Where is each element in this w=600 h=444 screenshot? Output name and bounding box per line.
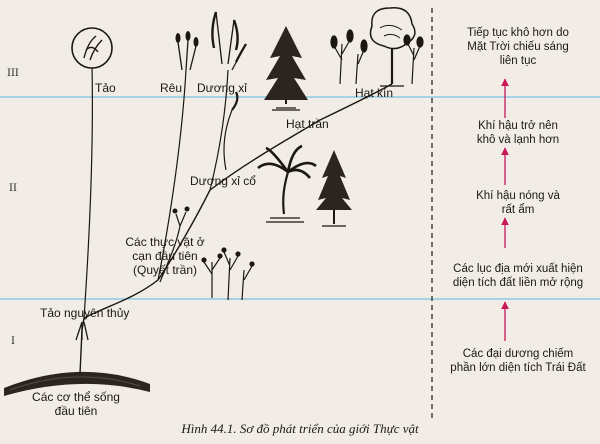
early-land-plant [159,206,190,283]
condition-note-3: Khí hậu nóng và rất ẩm [476,190,560,216]
land-plant-sprigs [201,247,255,301]
era-label-ii: II [9,183,17,194]
label-cac-co-the-line-2: đầu tiên [54,404,98,418]
palm-tree [257,144,317,223]
fern-branch [209,11,247,191]
label-cac-co-the-line-1: Các cơ thể sống [32,390,120,404]
label-cac-thuc-vat-line-2: cạn đầu tiên [132,249,198,263]
figure-caption: Hình 44.1. Sơ đồ phát triển của giới Thự… [181,421,419,436]
primitive-algae [75,321,89,341]
label-cac-thuc-vat-line-3: (Quyết trần) [132,263,198,277]
condition-note-2: Khí hậu trở nên khô và lạnh hơn [476,120,560,146]
label-tao: Tảo [95,81,116,95]
algae-branch [71,27,113,319]
condition-note-4: Các lục địa mới xuất hiện diện tích đất … [452,263,584,289]
era-label-iii: III [7,68,19,79]
label-reu: Rêu [160,81,183,95]
ground-mound [4,371,150,396]
label-hat-tran: Hạt trần [286,117,329,131]
evolution-trunk [79,83,393,375]
label-cac-thuc-vat-line-1: Các thực vật ở [125,235,205,249]
label-duong-xi: Dương xỉ [197,81,247,95]
moss-branch [157,31,199,281]
label-tao-nguyen-thuy: Tảo nguyên thủy [40,306,130,320]
condition-note-1: Tiếp tục khô hơn do Mặt Trời chiếu sáng … [467,27,569,67]
label-cac-thuc-vat: Các thực vật ở cạn đầu tiên (Quyết trần) [110,235,220,277]
label-cac-co-the: Các cơ thể sống đầu tiên [14,390,138,418]
era-label-i: I [11,336,15,347]
label-duong-xi-co: Dương xỉ cổ [190,174,256,188]
label-hat-kin: Hạt kín [355,86,394,100]
ancient-fern [223,91,239,171]
flowering-shrubs [330,29,424,85]
gymnosperm-tree-upper [264,26,308,111]
gymnosperm-tree-middle [316,150,352,227]
angiosperm-tree [369,7,416,87]
condition-note-5: Các đại dương chiếm phần lớn diện tích T… [450,348,586,374]
